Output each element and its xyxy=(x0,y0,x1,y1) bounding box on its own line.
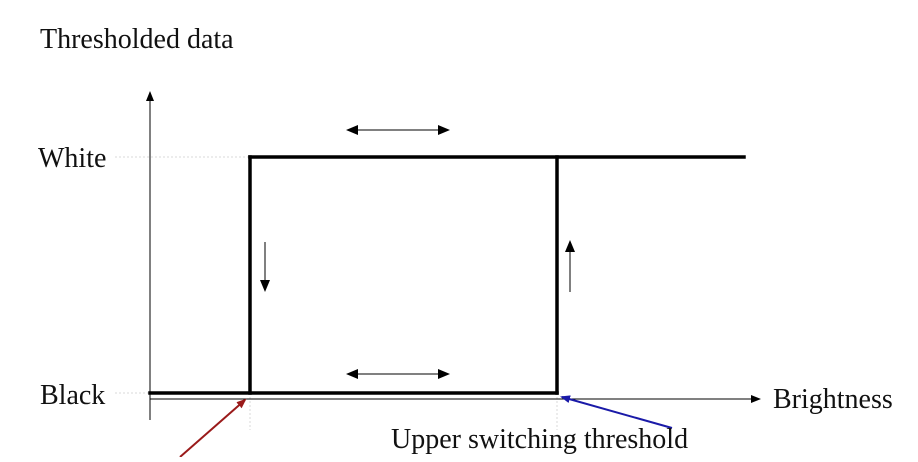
top-double-arrow xyxy=(346,125,450,135)
bottom-double-arrow xyxy=(346,369,450,379)
white-level-label: White xyxy=(38,143,107,174)
y-axis-title: Thresholded data xyxy=(40,24,234,55)
hysteresis-curve xyxy=(148,155,746,395)
upper-threshold-label: Upper switching threshold xyxy=(391,424,689,455)
up-arrow xyxy=(565,240,575,292)
upper-threshold-pointer xyxy=(560,395,673,429)
black-level-label: Black xyxy=(40,380,106,411)
lower-threshold-pointer xyxy=(179,398,247,458)
down-arrow xyxy=(260,242,270,292)
x-axis-title: Brightness xyxy=(773,384,893,415)
guide-lines xyxy=(115,156,558,430)
direction-arrows xyxy=(260,125,575,379)
